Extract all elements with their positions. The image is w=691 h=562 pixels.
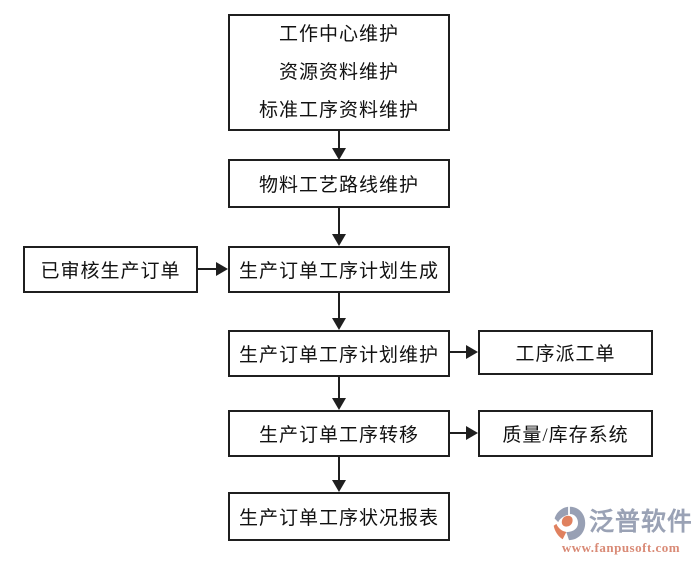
node-label: 质量/库存系统 bbox=[502, 425, 629, 446]
node-label: 生产订单工序计划维护 bbox=[238, 345, 439, 366]
node-label: 物料工艺路线维护 bbox=[258, 175, 419, 196]
arrow-down-5-line bbox=[338, 457, 340, 481]
arrow-right-3-line bbox=[450, 432, 467, 434]
node-label: 已审核生产订单 bbox=[40, 261, 181, 282]
vendor-watermark: 泛普软件 www.fanpusoft.com bbox=[551, 504, 691, 560]
node-process-plan-maintenance: 生产订单工序计划维护 bbox=[228, 330, 450, 377]
node-process-transfer: 生产订单工序转移 bbox=[228, 410, 450, 457]
arrow-down-4-line bbox=[338, 377, 340, 399]
vendor-brand-name: 泛普软件 bbox=[589, 509, 691, 536]
arrow-down-5-head bbox=[332, 480, 346, 492]
arrow-down-1-head bbox=[332, 148, 346, 160]
arrow-down-2-line bbox=[338, 208, 340, 235]
arrow-down-1-line bbox=[338, 131, 340, 150]
node-label: 工作中心维护 bbox=[278, 23, 399, 45]
node-quality-inventory-system: 质量/库存系统 bbox=[478, 410, 653, 457]
node-label: 资源资料维护 bbox=[278, 61, 399, 83]
node-process-dispatch-order: 工序派工单 bbox=[478, 330, 653, 375]
node-label: 生产订单工序计划生成 bbox=[238, 261, 439, 282]
node-label: 标准工序资料维护 bbox=[258, 99, 419, 121]
arrow-down-4-head bbox=[332, 398, 346, 410]
node-label: 生产订单工序状况报表 bbox=[238, 508, 439, 529]
arrow-down-3-head bbox=[332, 318, 346, 330]
vendor-url: www.fanpusoft.com bbox=[561, 540, 681, 555]
arrow-down-3-line bbox=[338, 293, 340, 319]
arrow-down-2-head bbox=[332, 234, 346, 246]
fanpu-logo-icon bbox=[553, 506, 586, 541]
arrow-right-2-head bbox=[466, 345, 478, 359]
node-master-data-maintenance: 工作中心维护 资源资料维护 标准工序资料维护 bbox=[228, 14, 450, 131]
arrow-right-1-line bbox=[198, 268, 217, 270]
arrow-right-3-head bbox=[466, 426, 478, 440]
arrow-right-2-line bbox=[450, 351, 467, 353]
node-label: 生产订单工序转移 bbox=[258, 425, 419, 446]
node-label: 工序派工单 bbox=[515, 344, 616, 365]
node-approved-production-order: 已审核生产订单 bbox=[23, 246, 198, 293]
node-material-routing-maintenance: 物料工艺路线维护 bbox=[228, 159, 450, 208]
arrow-right-1-head bbox=[216, 262, 228, 276]
node-process-status-report: 生产订单工序状况报表 bbox=[228, 492, 450, 541]
node-process-plan-generation: 生产订单工序计划生成 bbox=[228, 246, 450, 293]
